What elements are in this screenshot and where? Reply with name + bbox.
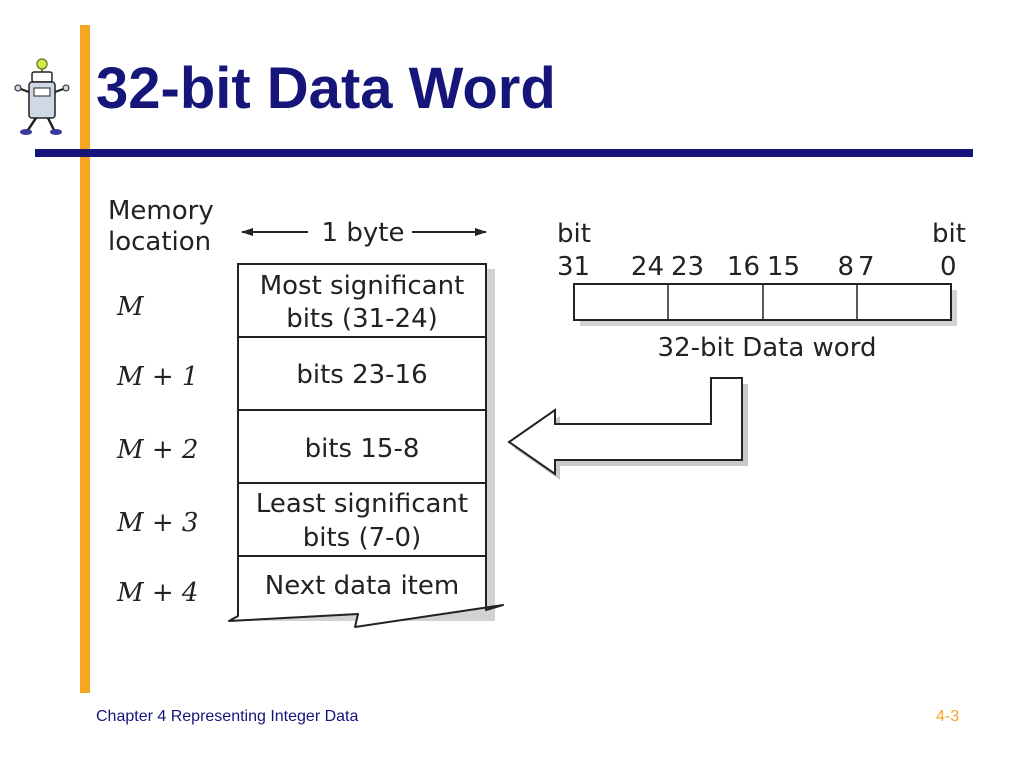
bit-left-label: bit [557, 219, 591, 249]
memory-header-line2: location [108, 227, 211, 257]
memory-cell-line1: Most significant [260, 271, 465, 301]
bit-right-label: bit [932, 219, 966, 249]
title-underline [35, 149, 973, 157]
memory-cell-line1: bits 15-8 [305, 434, 420, 464]
memory-cell-torn [228, 555, 504, 628]
memory-cell [237, 482, 487, 557]
bit-number: 15 [767, 252, 800, 282]
slide-title: 32-bit Data Word [96, 56, 556, 121]
memory-header-line1: Memory [108, 196, 214, 226]
bit-number: 24 [631, 252, 664, 282]
memory-location-label: M + 1 [116, 362, 198, 392]
bit-number: 7 [858, 252, 875, 282]
bit-number: 0 [940, 252, 957, 282]
memory-row: bits 23-16 M + 1 [116, 336, 487, 411]
memory-row: Least significant bits (7-0) M + 3 [116, 482, 487, 557]
bit-number: 8 [837, 252, 854, 282]
memory-location-label: M + 2 [116, 435, 198, 465]
memory-row: Most significant bits (31-24) M [116, 263, 487, 338]
word-caption: 32-bit Data word [658, 333, 877, 363]
memory-location-label: M + 4 [116, 578, 198, 608]
word-to-memory-arrow [507, 377, 743, 476]
memory-cell [237, 336, 487, 411]
accent-bar [80, 25, 90, 693]
footer-page-number: 4-3 [936, 708, 960, 725]
bit-number: 16 [727, 252, 760, 282]
robot-mascot-icon [14, 58, 70, 135]
memory-cell-line1: bits 23-16 [296, 360, 427, 390]
memory-row: bits 15-8 M + 2 [116, 409, 487, 484]
memory-cell-line1: Least significant [256, 489, 468, 519]
memory-row: Next data item M + 4 [116, 555, 504, 628]
memory-location-label: M + 3 [116, 508, 198, 538]
footer-chapter: Chapter 4 Representing Integer Data [96, 708, 359, 725]
bit-number: 31 [557, 252, 590, 282]
bit-number: 23 [671, 252, 704, 282]
memory-cell-line2: bits (7-0) [303, 523, 422, 553]
memory-cell-line2: bits (31-24) [286, 304, 438, 334]
memory-location-label: M [116, 292, 145, 322]
memory-cell-line1: Next data item [265, 571, 459, 601]
byte-label: 1 byte [322, 218, 405, 248]
memory-cell [237, 409, 487, 484]
